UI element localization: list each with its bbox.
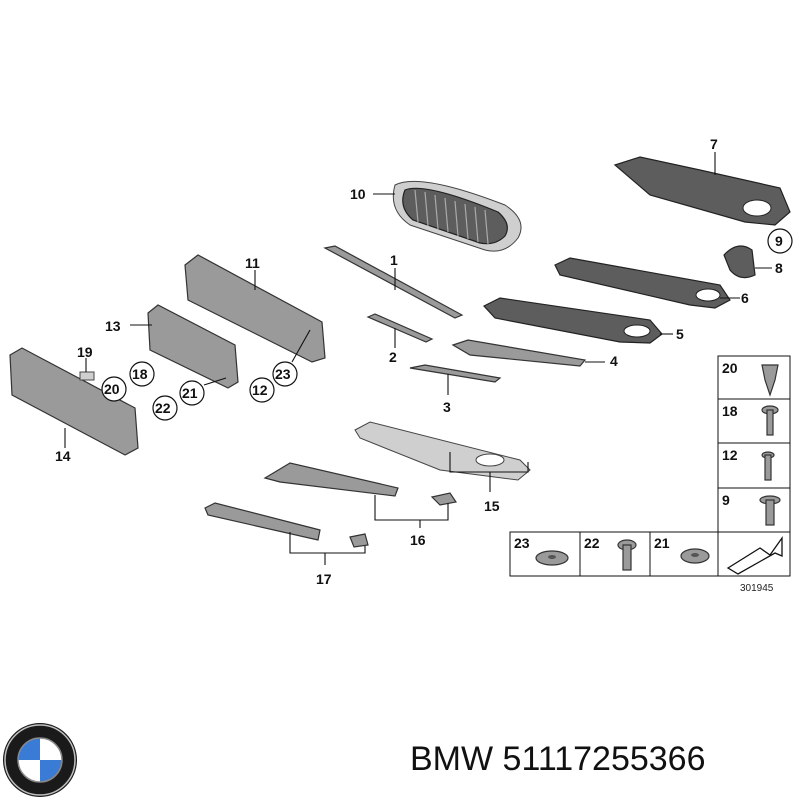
callout-21: 21 [182,385,198,401]
callout-22: 22 [155,400,171,416]
callout-12: 12 [252,382,268,398]
callout-2: 2 [389,349,397,365]
hw-label-9: 9 [722,492,730,508]
hw-label-22: 22 [584,535,600,551]
kidney-grille-part [392,180,522,252]
bumper-trim-16-part [263,462,399,497]
fog-grille-left-part [554,257,731,309]
bumper-trim-17-part [204,502,321,541]
callout-4: 4 [610,353,618,369]
callout-11: 11 [245,255,260,271]
callout-8: 8 [775,260,783,276]
hardware-panel-bottom: 23 22 21 [509,531,791,577]
callout-3: 3 [443,399,451,415]
moulding-part [366,313,434,343]
diagram-number: 301945 [740,583,774,594]
callout-9-circle [767,228,793,254]
trim-piece-part [409,364,502,383]
hw-label-12: 12 [722,447,738,463]
callout-13: 13 [105,318,121,334]
callout-6: 6 [741,290,749,306]
part-number-caption: BMW 51117255366 [410,740,706,778]
callout-16: 16 [410,532,426,548]
hw-label-21: 21 [654,535,670,551]
callout-5: 5 [676,326,684,342]
callout-18: 18 [132,366,148,382]
callout-10: 10 [350,186,366,202]
callout-1: 1 [390,252,398,268]
hw-label-18: 18 [722,403,738,419]
hw-label-23: 23 [514,535,530,551]
hardware-panel-side: 20 18 12 9 [717,355,791,533]
license-plate-base-upper-part [184,254,326,363]
bmw-logo [3,723,77,797]
callout-19: 19 [77,344,93,360]
small-clip-part [79,371,95,381]
callout-14: 14 [55,448,71,464]
callout-7: 7 [710,136,718,152]
callout-15: 15 [484,498,500,514]
hw-label-20: 20 [722,360,738,376]
callout-23: 23 [275,366,291,382]
callout-17: 17 [316,571,332,587]
license-plate-base-mid-part [147,304,239,389]
cover-cap-part [723,245,756,279]
lower-grille-part [483,297,663,344]
bumper-trim-15-part [354,421,531,481]
callout-20: 20 [104,381,120,397]
callout-9: 9 [775,233,783,249]
fog-grille-right-part [613,156,791,226]
trim-cover-part [451,339,587,367]
trim-strip-part [323,245,464,319]
license-plate-base-lower-part [9,347,139,456]
